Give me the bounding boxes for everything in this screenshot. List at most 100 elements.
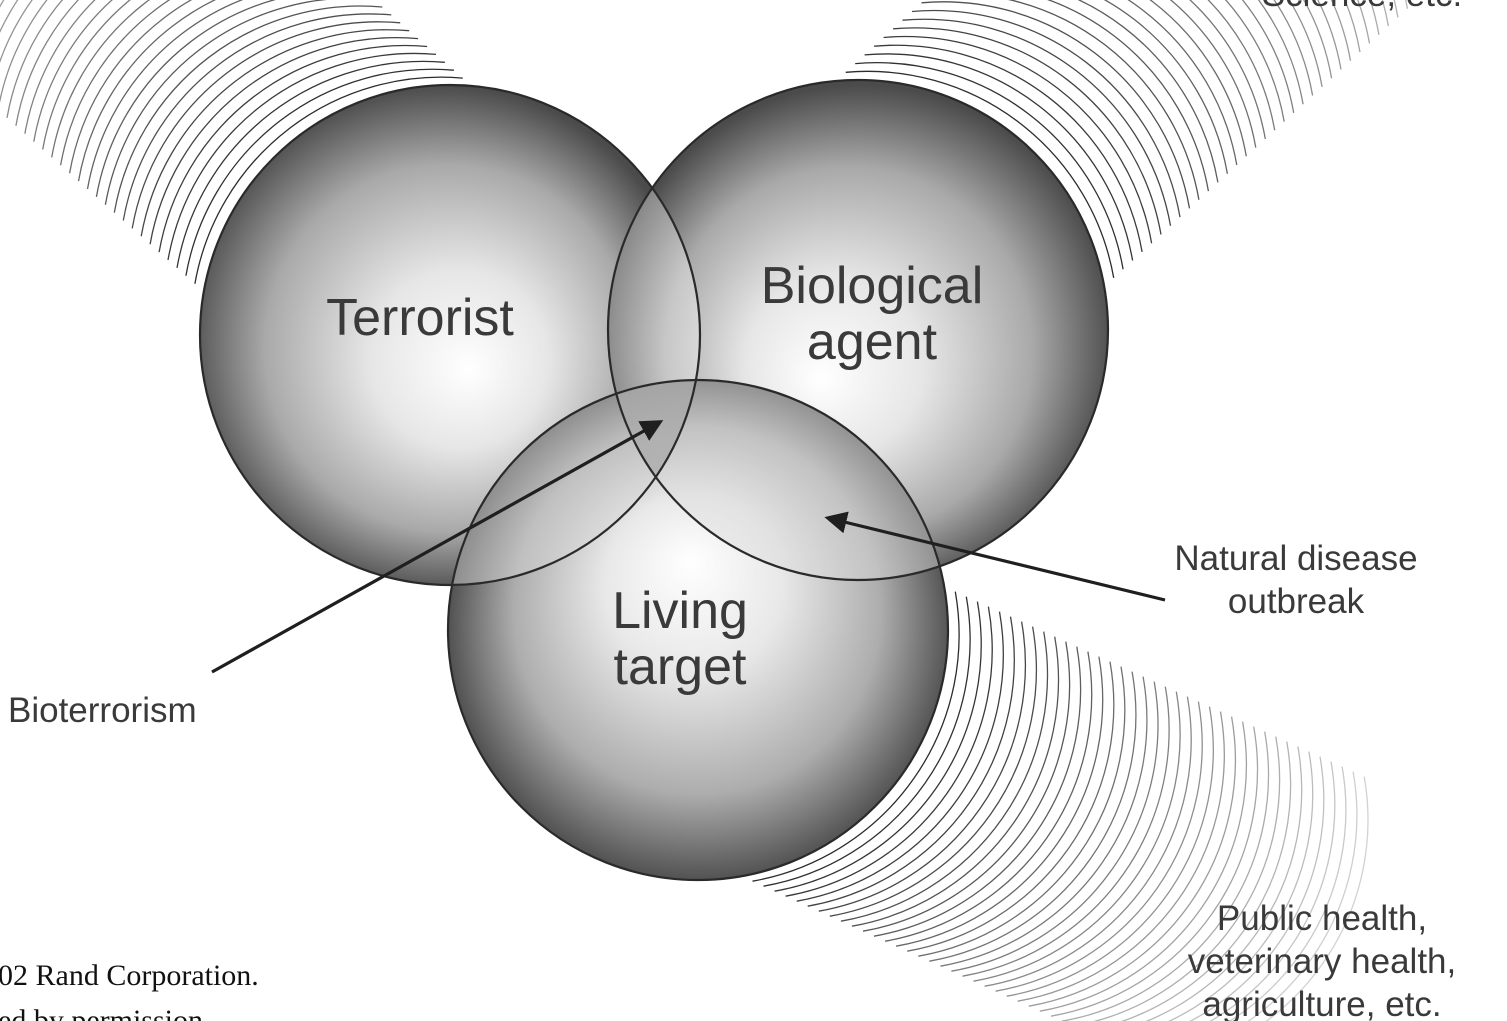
domain-bottom-right-line3: agriculture, etc.: [1202, 985, 1441, 1021]
motion-arc: [0, 0, 33, 64]
motion-arc: [1247, 771, 1358, 1021]
motion-arc: [1046, 0, 1210, 192]
credit-line1: 02 Rand Corporation.: [0, 959, 259, 992]
domain-bottom-right-line1: Public health,: [1217, 899, 1427, 938]
motion-arc: [24, 0, 96, 134]
motion-arc: [1149, 0, 1247, 157]
motion-arc: [951, 681, 1159, 972]
motion-arc: [42, 0, 131, 150]
motion-arc: [840, 631, 1049, 922]
motion-arc: [1273, 0, 1314, 96]
motion-arc: [0, 0, 48, 104]
motion-arc: [874, 44, 1143, 253]
motion-arc: [845, 70, 1115, 279]
motion-arc: [140, 29, 410, 237]
motion-arc: [1061, 731, 1270, 1021]
motion-arc: [851, 636, 1060, 927]
motion-arc: [122, 13, 392, 221]
natural-disease-outbreak-arrow: [824, 511, 1166, 602]
motion-arc: [0, 0, 177, 31]
motion-arc: [973, 691, 1181, 982]
domain-top-right-label: Science, etc.: [1262, 0, 1462, 14]
bioterrorism-arrow: [211, 420, 664, 674]
motion-arc: [918, 666, 1126, 957]
motion-arc: [1265, 776, 1369, 1021]
motion-arc: [895, 656, 1104, 947]
motion-arc: [807, 616, 1015, 907]
terrorist-motion-arcs: [0, 0, 463, 284]
motion-arc: [1169, 0, 1257, 148]
living-target-outline: [446, 378, 950, 882]
motion-arc: [796, 611, 1004, 902]
motion-arc: [893, 27, 1162, 235]
living-target-motion-arcs: [752, 591, 1369, 1021]
motion-arc: [1007, 0, 1200, 200]
motion-arc: [167, 52, 437, 261]
motion-arc: [862, 641, 1071, 932]
motion-arc: [86, 0, 244, 190]
motion-arc: [1127, 0, 1238, 166]
motion-arc: [1228, 766, 1347, 1021]
motion-arc: [0, 0, 212, 63]
motion-arc: [902, 18, 1172, 226]
living-target-label-line2: target: [614, 638, 748, 696]
motion-arc: [1317, 0, 1342, 70]
motion-arc: [1093, 736, 1281, 1021]
motion-arc: [873, 646, 1082, 937]
motion-arc: [752, 591, 960, 882]
motion-arc: [59, 0, 171, 166]
living-target-label-line1: Living: [612, 582, 748, 640]
motion-arc: [0, 0, 194, 47]
motion-arc: [194, 76, 463, 284]
motion-arc: [884, 651, 1093, 942]
biological-agent-label-line1: Biological: [761, 257, 984, 315]
motion-arc: [1344, 0, 1361, 53]
motion-arc: [929, 671, 1137, 962]
motion-arc: [921, 1, 1191, 209]
motion-arc: [95, 0, 276, 198]
motion-arc: [6, 0, 64, 119]
motion-arc: [962, 686, 1170, 977]
natural-disease-label-line1: Natural disease: [1174, 539, 1417, 578]
motion-arc: [1121, 741, 1292, 1021]
motion-arc: [185, 68, 454, 276]
terrorist-label: Terrorist: [326, 289, 514, 347]
motion-arc: [1103, 0, 1229, 174]
motion-arc: [907, 661, 1115, 952]
motion-arc: [1209, 761, 1336, 1021]
motion-arc: [176, 60, 445, 269]
motion-arc: [1303, 0, 1333, 79]
motion-arc: [1330, 0, 1352, 61]
motion-arc: [818, 621, 1027, 912]
motion-arc: [51, 0, 151, 158]
motion-arc: [158, 44, 428, 253]
motion-arc: [77, 0, 217, 182]
motion-arc: [68, 0, 193, 174]
motion-arc: [1006, 706, 1214, 997]
credit-line2: ed by permission.: [0, 1004, 210, 1021]
motion-arc: [1050, 726, 1259, 1017]
motion-arc: [131, 21, 401, 229]
motion-arc: [984, 696, 1192, 987]
motion-arc: [911, 9, 1181, 218]
motion-arc: [1288, 0, 1323, 88]
domain-bottom-right-line2: veterinary health,: [1188, 942, 1456, 981]
motion-arc: [1039, 721, 1248, 1012]
biological-agent-outline: [606, 78, 1110, 582]
motion-arc: [774, 601, 982, 892]
motion-arc: [104, 0, 328, 205]
motion-arc: [1207, 0, 1276, 131]
motion-arc: [1241, 0, 1295, 114]
biological-agent-label-line2: agent: [807, 313, 938, 371]
motion-arc: [883, 35, 1153, 244]
motion-arc: [33, 0, 113, 142]
motion-arc: [1189, 0, 1266, 140]
living-target-circle: [448, 380, 948, 880]
motion-arc: [1168, 751, 1314, 1021]
biological-agent-motion-arcs: [845, 0, 1417, 279]
motion-arc: [1189, 756, 1325, 1021]
terrorist-living-overlap: [448, 380, 700, 585]
motion-arc: [1145, 746, 1303, 1021]
motion-arc: [829, 626, 1038, 917]
terrorist-outline: [198, 83, 702, 587]
